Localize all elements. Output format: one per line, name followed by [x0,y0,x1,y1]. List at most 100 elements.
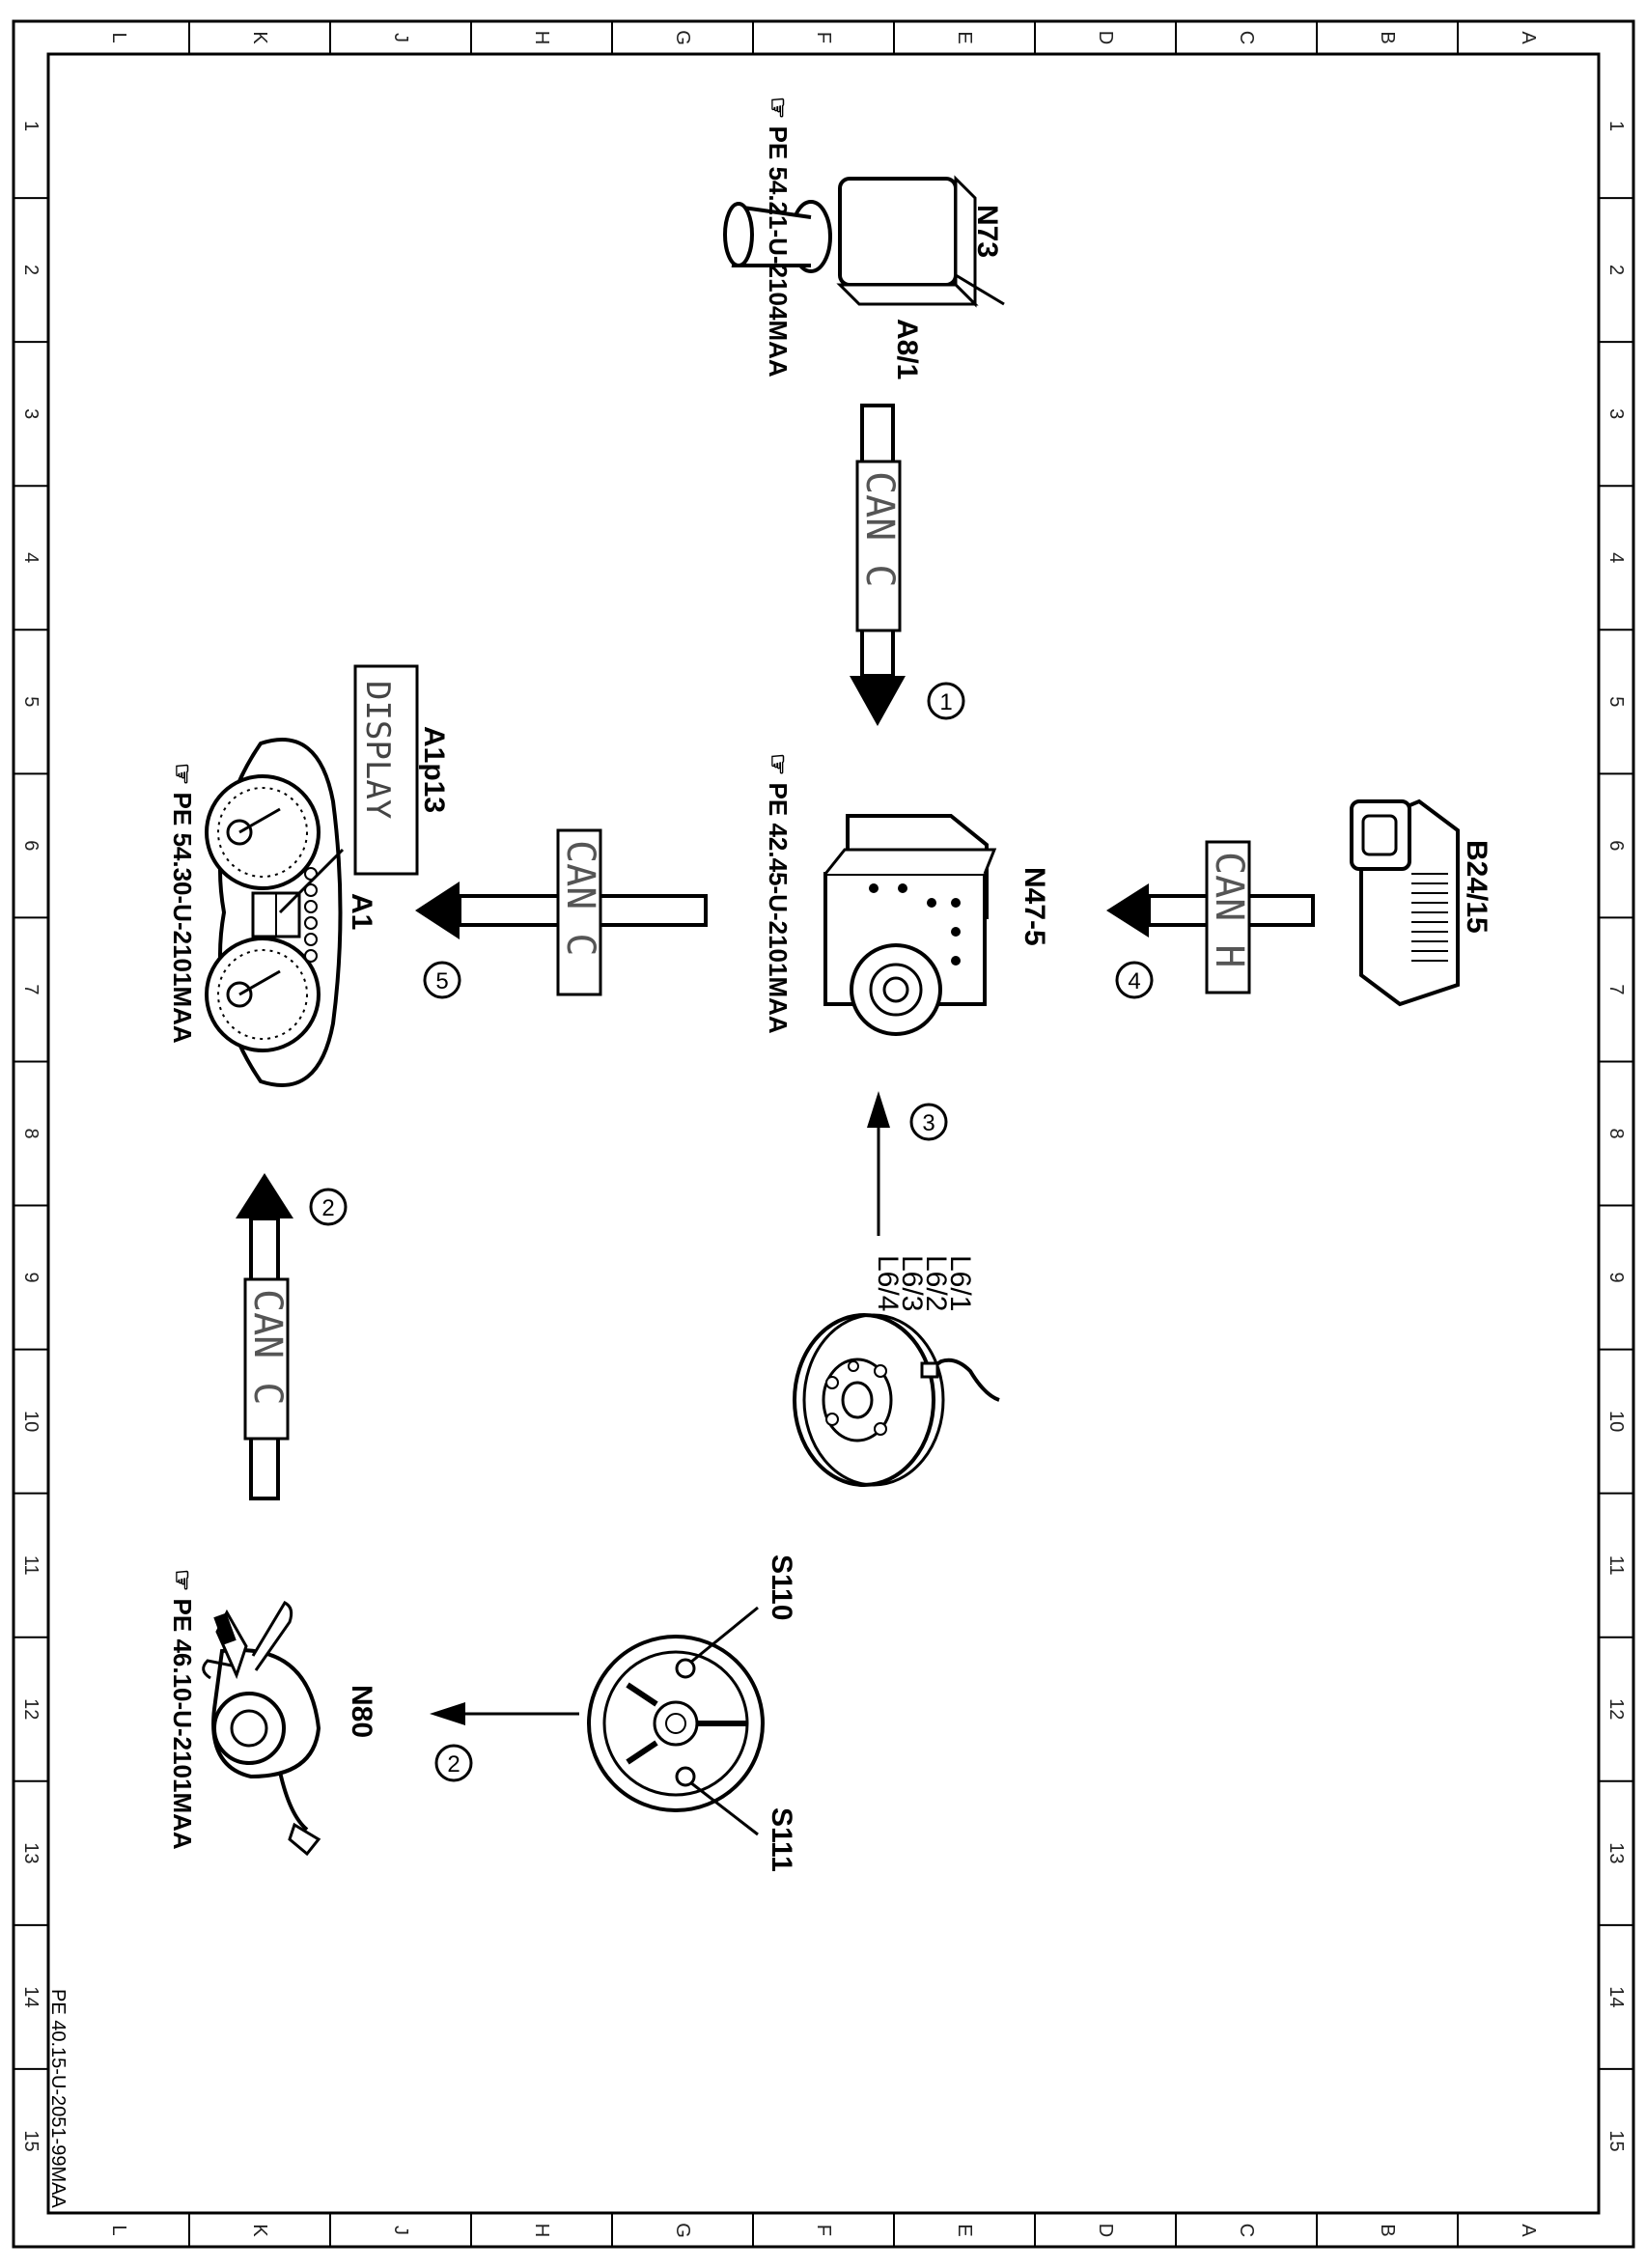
grid-row-label: 9 [20,1273,42,1283]
s111-label: S111 [766,1807,797,1872]
grid-column-label: A [1518,31,1539,44]
grid-row-label: 14 [20,1986,42,2007]
brake-disc-icon [793,1313,1000,1487]
grid-column-label: E [954,31,975,43]
a1-ref: ☞ PE 54.30-U-2101MAA [168,763,197,1044]
n47-5-module: N47-5 ☞ PE 42.45-U-2101MAA [764,753,1050,1036]
can-c-box-1: CAN C [855,460,902,632]
ignition-switch-icon [723,175,1005,308]
grid-row-label: 6 [20,840,42,851]
n73-ref: ☞ PE 54.21-U-2104MAA [764,97,793,378]
grid-column-label: G [672,30,693,45]
grid-row-label: 4 [1605,552,1627,563]
svg-text:CAN C: CAN C [245,1289,290,1405]
n47-5-label: N47-5 [1018,867,1050,946]
step-2-circle-upper [309,1188,348,1226]
grid-column-label: G [672,2223,693,2238]
step-4-circle [1115,961,1154,999]
grid-row-label: 3 [1605,408,1627,419]
grid-column-label: D [1095,2224,1116,2237]
grid-row-label: 5 [1605,696,1627,707]
n73-module: N73 A8/1 ☞ PE 54.21-U-2104MAA [723,97,1005,379]
grid-row-label: 7 [20,984,42,994]
display-text: DISPLAY [358,681,397,819]
a1p13-label: A1p13 [418,726,450,813]
grid-row-label: 1 [1605,121,1627,131]
grid-row-label: 11 [1605,1555,1627,1576]
a1-label: A1 [346,893,377,930]
document-reference: PE 40.15-U-2051-99MAA [47,1989,69,2208]
grid-column-label: K [249,2224,270,2237]
step-5-label: 5 [435,968,448,994]
instrument-cluster-icon [205,738,345,1087]
connection-5: CAN C 5 [415,828,708,999]
svg-text:CAN H: CAN H [1207,852,1251,967]
grid-row-label: 10 [20,1411,42,1432]
b24-15-sensor: B24/15 [1350,798,1493,1007]
step-1-circle [927,682,965,720]
yaw-rate-sensor-icon [1350,798,1460,1007]
grid-row-label: 2 [1605,265,1627,275]
grid-row-label: 12 [20,1698,42,1720]
n80-ref: ☞ PE 46.10-U-2101MAA [168,1569,197,1850]
grid-column-label: E [954,2224,975,2236]
grid-column-label: B [1377,2224,1398,2236]
connection-2-upper: CAN C 2 [236,1173,348,1500]
grid-row-label: 5 [20,696,42,707]
connection-3: 3 [867,1091,948,1236]
can-h-box: CAN H [1205,840,1251,994]
grid-column-label: D [1095,31,1116,44]
step-2-label-lower: 2 [447,1751,460,1778]
grid-column-label: L [108,2225,129,2235]
grid-row-label: 3 [20,408,42,419]
grid-row-label: 4 [20,552,42,563]
a1-instrument-cluster: DISPLAY A1p13 A1 ☞ PE 54.30-U-2101MAA [168,664,450,1087]
grid-row-label: 10 [1605,1411,1627,1432]
svg-text:CAN C: CAN C [857,471,902,587]
svg-text:CAN C: CAN C [558,840,602,956]
grid-column-label: C [1236,31,1257,44]
grid-row-label: 1 [20,121,42,131]
grid-column-label: L [108,32,129,42]
grid-row-label: 15 [1605,2130,1627,2151]
l6-2-label: L6/2 [920,1255,952,1311]
grid-row-label: 12 [1605,1698,1627,1720]
grid-row-label: 8 [20,1128,42,1138]
l6-3-label: L6/3 [896,1255,928,1311]
connection-2-lower: 2 [430,1702,579,1782]
l6-4-label: L6/4 [872,1255,904,1311]
grid-row-label: 13 [20,1842,42,1863]
step-3-circle [909,1103,948,1141]
grid-row-label: 9 [1605,1273,1627,1283]
s110-label: S110 [766,1554,797,1620]
grid-column-label: B [1377,31,1398,43]
step-2-circle-lower [434,1744,473,1782]
grid-column-label: J [390,33,411,42]
can-c-box-2: CAN C [243,1277,290,1441]
grid-column-label: K [249,31,270,44]
display-box: DISPLAY [353,664,419,876]
steering-column-module-icon [202,1601,321,1857]
wheel-speed-sensors: L6/1 L6/2 L6/3 L6/4 [793,1255,1000,1487]
grid-column-label: A [1518,2224,1539,2237]
grid-column-label: H [531,31,552,44]
outer-frame [12,19,1635,2249]
steering-wheel-icon [587,1606,765,1836]
esp-hydraulic-unit-icon [823,814,997,1036]
n73-label: N73 [971,205,1003,258]
grid-row-label: 6 [1605,840,1627,851]
n47-5-ref: ☞ PE 42.45-U-2101MAA [764,753,793,1034]
grid-row-label: 11 [20,1555,42,1576]
steering-wheel: S110 S111 [587,1554,797,1872]
grid-row-label: 14 [1605,1986,1627,2007]
step-2-label-upper: 2 [321,1195,334,1221]
grid-column-label: C [1236,2224,1257,2237]
step-1-label: 1 [939,689,952,715]
step-4-label: 4 [1128,968,1140,994]
a8-1-label: A8/1 [891,319,923,379]
connection-4: CAN H 4 [1106,840,1315,999]
grid-column-label: J [390,2226,411,2235]
connection-1: CAN C 1 [850,404,965,726]
b24-15-label: B24/15 [1461,840,1493,934]
